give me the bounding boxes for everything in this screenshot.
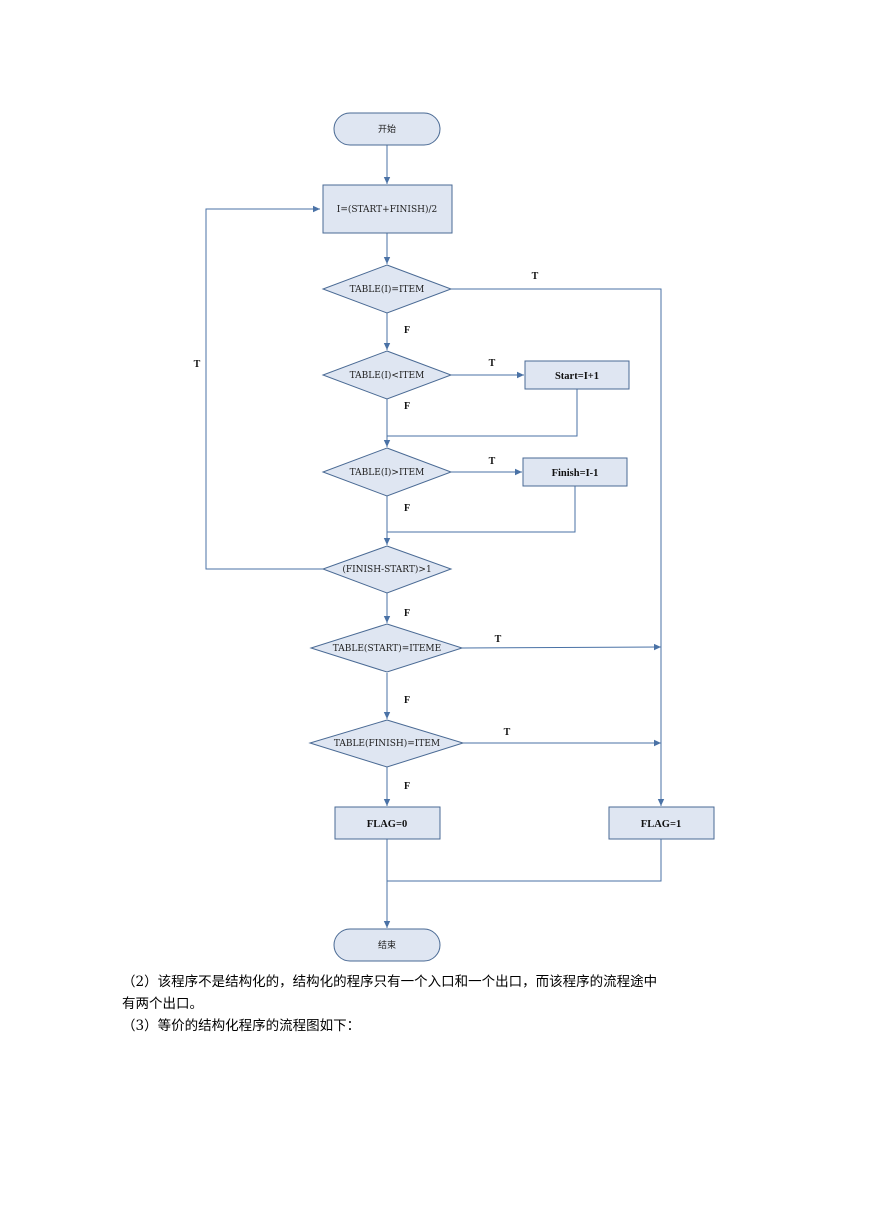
edge-label-greater-false: F: [404, 503, 410, 514]
decision-range: (FINISH-START)>1: [321, 545, 453, 594]
edge-label-range-false: F: [404, 608, 410, 619]
flag-one-box: FLAG=1: [608, 806, 715, 840]
edge-label-loop-true: T: [194, 359, 201, 370]
assign-i-label: I=(START+FINISH)/2: [337, 204, 437, 215]
edge-label-equal-true: T: [532, 271, 539, 282]
set-finish-label: Finish=I-1: [552, 468, 599, 479]
edge-label-start-false: F: [404, 695, 410, 706]
edge-label-greater-true: T: [489, 456, 496, 467]
edge-label-finish-true: T: [504, 727, 511, 738]
edge-label-less-false: F: [404, 401, 410, 412]
edge-label-less-true: T: [489, 358, 496, 369]
decision-equal-label: TABLE(I)=ITEM: [350, 284, 425, 295]
decision-start-label: TABLE(START)=ITEME: [333, 643, 441, 654]
decision-start: TABLE(START)=ITEME: [309, 623, 464, 673]
edge-labels: T F T T F T F F T F T F: [194, 271, 539, 792]
edge-label-finish-false: F: [404, 781, 410, 792]
edge-label-equal-false: F: [404, 325, 410, 336]
decision-finish: TABLE(FINISH)=ITEM: [308, 719, 465, 768]
set-finish-box: Finish=I-1: [522, 457, 628, 487]
decision-greater: TABLE(I)>ITEM: [321, 447, 453, 497]
end-label: 结束: [378, 939, 396, 951]
paragraph-2-line-1: （2）该程序不是结构化的，结构化的程序只有一个入口和一个出口，而该程序的流程途中: [122, 974, 658, 990]
flag-one-label: FLAG=1: [641, 819, 681, 830]
decision-equal: TABLE(I)=ITEM: [321, 264, 453, 314]
flag-zero-label: FLAG=0: [367, 819, 407, 830]
paragraph-2-line-2: 有两个出口。: [122, 996, 203, 1012]
paragraph-3: （3）等价的结构化程序的流程图如下：: [122, 1018, 361, 1034]
start-terminal: 开始: [333, 112, 441, 146]
decision-greater-label: TABLE(I)>ITEM: [350, 467, 425, 478]
set-start-box: Start=I+1: [524, 360, 630, 390]
decision-range-label: (FINISH-START)>1: [342, 564, 431, 575]
connectors: [205, 145, 665, 928]
decision-less: TABLE(I)<ITEM: [321, 350, 453, 400]
assign-i-box: I=(START+FINISH)/2: [322, 184, 453, 234]
flag-zero-box: FLAG=0: [334, 806, 441, 840]
edge-label-start-true: T: [495, 634, 502, 645]
set-start-label: Start=I+1: [555, 371, 599, 382]
decision-finish-label: TABLE(FINISH)=ITEM: [334, 738, 440, 749]
start-label: 开始: [378, 123, 396, 135]
decision-less-label: TABLE(I)<ITEM: [350, 370, 425, 381]
end-terminal: 结束: [333, 928, 441, 962]
